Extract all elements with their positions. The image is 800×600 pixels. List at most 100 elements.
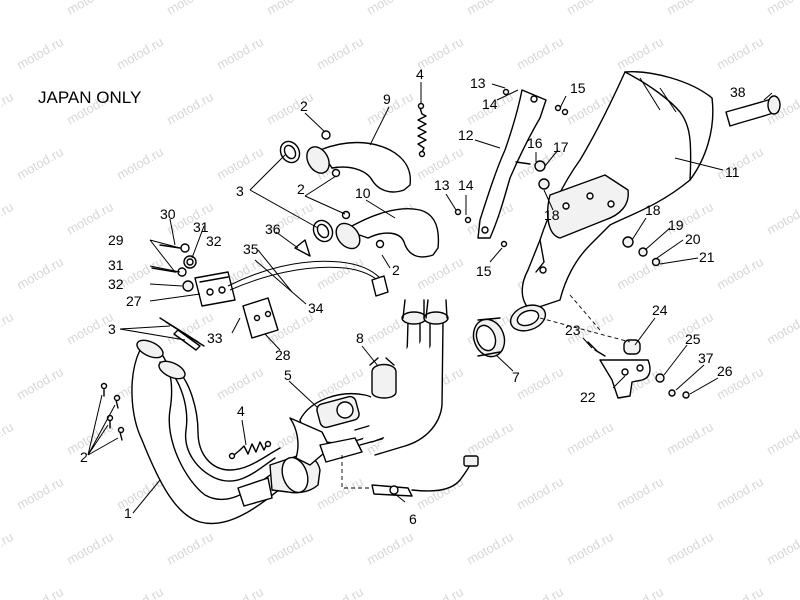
callout-2: 2 bbox=[297, 181, 305, 197]
watermark-text: motod.ru bbox=[264, 0, 316, 18]
watermark-text: motod.ru bbox=[0, 199, 16, 238]
watermark-text: motod.ru bbox=[614, 474, 666, 513]
callout-19: 19 bbox=[668, 217, 684, 233]
watermark-text: motod.ru bbox=[514, 364, 566, 403]
watermark-text: motod.ru bbox=[164, 529, 216, 568]
callout-4: 4 bbox=[416, 66, 424, 82]
watermark-text: motod.ru bbox=[764, 199, 800, 238]
watermark-text: motod.ru bbox=[464, 529, 516, 568]
watermark-text: motod.ru bbox=[664, 0, 716, 18]
reference-lines bbox=[341, 294, 631, 489]
japan-only-label: JAPAN ONLY bbox=[38, 88, 141, 107]
callout-15: 15 bbox=[570, 80, 586, 96]
watermark-text: motod.ru bbox=[214, 364, 266, 403]
watermark-text: motod.ru bbox=[664, 529, 716, 568]
callout-35: 35 bbox=[243, 241, 259, 257]
watermark-text: motod.ru bbox=[14, 364, 66, 403]
callout-2: 2 bbox=[300, 98, 308, 114]
watermark-text: motod.ru bbox=[0, 0, 16, 18]
watermark-text: motod.ru bbox=[564, 529, 616, 568]
callout-26: 26 bbox=[717, 363, 733, 379]
callout-32: 32 bbox=[206, 233, 222, 249]
callout-8: 8 bbox=[356, 330, 364, 346]
callout-2: 2 bbox=[80, 449, 88, 465]
watermark-text: motod.ru bbox=[464, 419, 516, 458]
callout-23: 23 bbox=[565, 322, 581, 338]
leader-lines bbox=[87, 82, 773, 514]
watermark-text: motod.ru bbox=[114, 474, 166, 513]
spring-lower bbox=[228, 440, 272, 460]
callout-31: 31 bbox=[108, 257, 124, 273]
callout-12: 12 bbox=[458, 127, 474, 143]
callout-10: 10 bbox=[355, 185, 371, 201]
callout-29: 29 bbox=[108, 232, 124, 248]
watermark-text: motod.ru bbox=[64, 0, 116, 18]
callout-numbers: 1 2 2 2 2 3 3 3 4 4 5 6 7 8 9 10 11 12 1… bbox=[80, 66, 746, 527]
callout-31: 31 bbox=[193, 219, 209, 235]
watermark-text: motod.ru bbox=[0, 529, 16, 568]
callout-17: 17 bbox=[553, 139, 569, 155]
watermark-text: motod.ru bbox=[164, 0, 216, 18]
callout-30: 30 bbox=[160, 206, 176, 222]
watermark-text: motod.ru bbox=[464, 0, 516, 18]
callout-16: 16 bbox=[527, 135, 543, 151]
watermark-text: motod.ru bbox=[414, 584, 466, 600]
callout-11: 11 bbox=[725, 164, 740, 180]
valve-cables bbox=[227, 239, 389, 297]
watermark-text: motod.ru bbox=[364, 529, 416, 568]
callout-2: 2 bbox=[392, 262, 400, 278]
left-bolts bbox=[100, 382, 125, 441]
callout-13: 13 bbox=[434, 177, 450, 193]
watermark-text: motod.ru bbox=[264, 89, 316, 128]
watermark-text: motod.ru bbox=[14, 34, 66, 73]
watermark-text: motod.ru bbox=[714, 584, 766, 600]
right-hardware bbox=[454, 88, 690, 399]
gasket-pair-left bbox=[159, 317, 205, 351]
callout-4: 4 bbox=[237, 403, 245, 419]
watermark-text: motod.ru bbox=[414, 254, 466, 293]
watermark-text: motod.ru bbox=[264, 529, 316, 568]
watermark-text: motod.ru bbox=[764, 0, 800, 18]
watermark-text: motod.ru bbox=[114, 584, 166, 600]
watermark-text: motod.ru bbox=[764, 309, 800, 348]
callout-18: 18 bbox=[544, 207, 560, 223]
watermark-text: motod.ru bbox=[314, 254, 366, 293]
callout-22: 22 bbox=[580, 389, 596, 405]
spring-upper bbox=[417, 102, 427, 158]
outlet-pipe bbox=[725, 95, 781, 127]
watermark-text: motod.ru bbox=[364, 0, 416, 18]
watermark-text: motod.ru bbox=[564, 419, 616, 458]
callout-25: 25 bbox=[685, 331, 701, 347]
exhaust-header-pipes bbox=[131, 339, 321, 525]
callout-14: 14 bbox=[482, 96, 498, 112]
watermark-text: motod.ru bbox=[764, 419, 800, 458]
watermark-text: motod.ru bbox=[14, 254, 66, 293]
watermark-text: motod.ru bbox=[0, 419, 16, 458]
watermark-text: motod.ru bbox=[314, 584, 366, 600]
watermark-text: motod.ru bbox=[664, 419, 716, 458]
oxygen-sensor bbox=[371, 455, 479, 497]
watermark-text: motod.ru bbox=[14, 144, 66, 183]
callout-32: 32 bbox=[108, 276, 124, 292]
mid-pipes bbox=[354, 299, 449, 456]
callout-13: 13 bbox=[470, 75, 486, 91]
watermark-text: motod.ru bbox=[164, 89, 216, 128]
watermark-text: motod.ru bbox=[214, 34, 266, 73]
rear-bracket bbox=[599, 339, 651, 399]
watermark-text: motod.ru bbox=[114, 144, 166, 183]
watermark-text: motod.ru bbox=[14, 584, 66, 600]
watermark-text: motod.ru bbox=[64, 529, 116, 568]
watermark-text: motod.ru bbox=[314, 474, 366, 513]
callout-37: 37 bbox=[698, 350, 714, 366]
sleeve-ring bbox=[472, 317, 506, 358]
callout-6: 6 bbox=[409, 511, 417, 527]
callout-34: 34 bbox=[308, 300, 324, 316]
watermark-text: motod.ru bbox=[714, 34, 766, 73]
muffler bbox=[509, 71, 714, 332]
watermark-text: motod.ru bbox=[714, 254, 766, 293]
watermark-text: motod.ru bbox=[764, 529, 800, 568]
upper-link-pipe bbox=[279, 130, 412, 193]
callout-27: 27 bbox=[126, 293, 142, 309]
exhaust-valve-assembly bbox=[289, 393, 382, 466]
